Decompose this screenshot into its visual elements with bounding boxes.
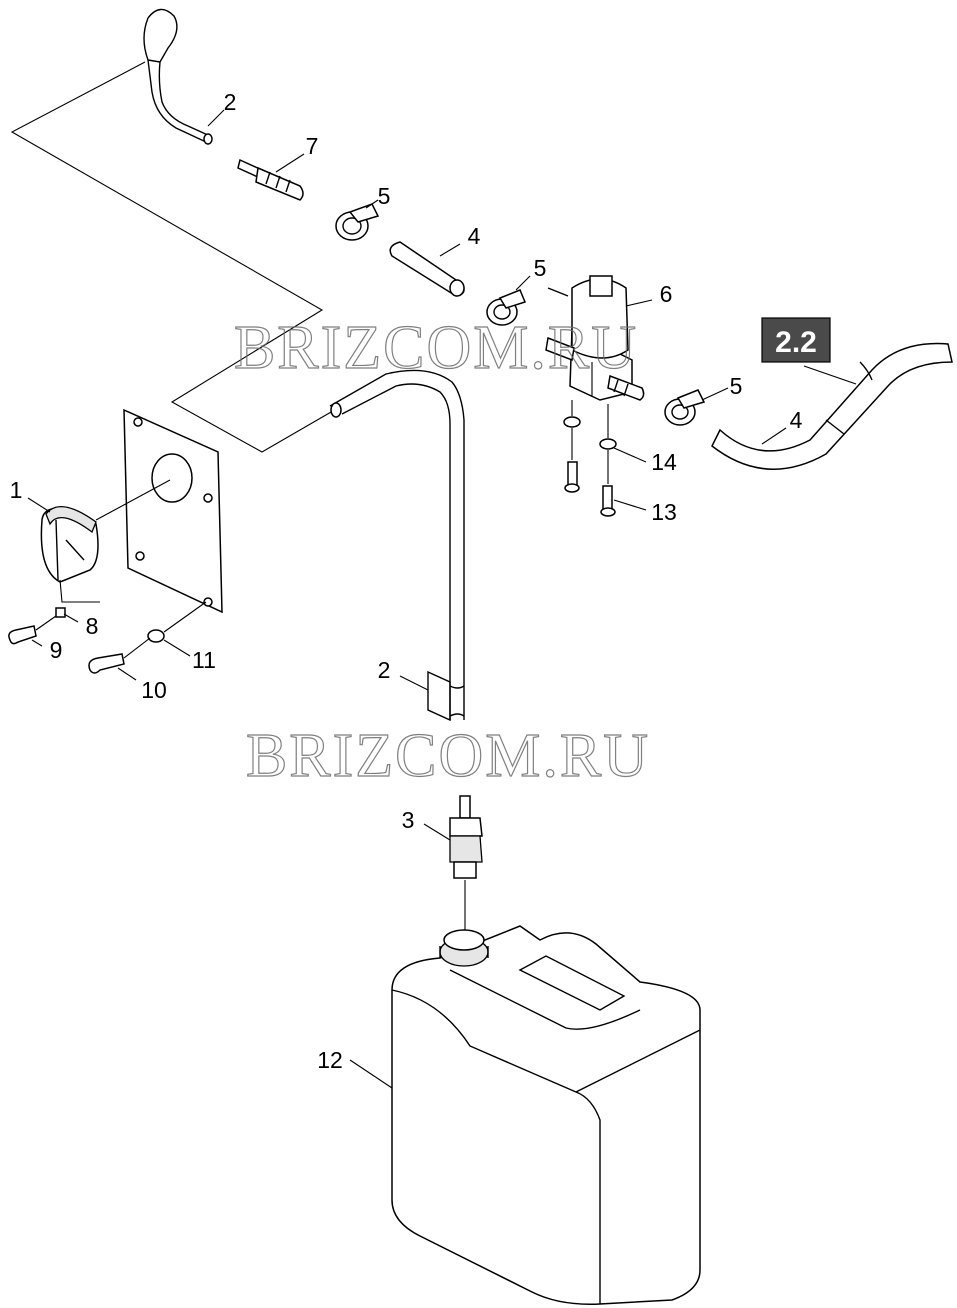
small-fasteners bbox=[8, 601, 207, 674]
clamp-5-left bbox=[335, 203, 380, 241]
part-label-12: 12 bbox=[317, 1047, 343, 1073]
part-label-5-right: 5 bbox=[730, 373, 743, 399]
solenoid-valve-6 bbox=[545, 275, 645, 401]
mounting-plate bbox=[123, 408, 223, 614]
clamp-5-right bbox=[664, 389, 706, 426]
canister-12 bbox=[349, 925, 701, 1305]
valve-fasteners bbox=[563, 400, 617, 517]
part-label-14: 14 bbox=[651, 449, 677, 475]
part-label-2-top: 2 bbox=[224, 89, 237, 115]
part-label-6: 6 bbox=[660, 281, 673, 307]
watermark-top: BRIZCOM.RU bbox=[234, 314, 638, 382]
assembly-reference-lines bbox=[10, 61, 339, 453]
part-label-10: 10 bbox=[141, 677, 167, 703]
part-label-3: 3 bbox=[402, 807, 415, 833]
reference-badge-text: 2.2 bbox=[775, 326, 817, 359]
part-label-5-left: 5 bbox=[378, 183, 391, 209]
part-label-8: 8 bbox=[86, 613, 99, 639]
hose-vertical bbox=[329, 369, 465, 722]
label-leaders bbox=[27, 109, 857, 841]
part-label-5-middle: 5 bbox=[534, 255, 547, 281]
hose-top bbox=[143, 8, 213, 145]
holder-clamp-1 bbox=[40, 479, 171, 603]
watermark-bottom: BRIZCOM.RU bbox=[246, 722, 650, 790]
clamp-5-middle bbox=[486, 289, 527, 326]
part-label-4-short: 4 bbox=[468, 223, 481, 249]
part-label-7: 7 bbox=[306, 133, 319, 159]
suction-filter-3 bbox=[449, 795, 483, 940]
reference-badge[interactable]: 2.2 bbox=[761, 317, 831, 363]
part-label-1: 1 bbox=[10, 477, 23, 503]
part-label-9: 9 bbox=[50, 637, 63, 663]
part-label-13: 13 bbox=[651, 499, 677, 525]
hose-4-long bbox=[711, 342, 953, 470]
part-label-11: 11 bbox=[192, 647, 216, 673]
part-label-2-vertical: 2 bbox=[378, 657, 391, 683]
part-label-4-long: 4 bbox=[790, 407, 803, 433]
fitting-7 bbox=[237, 158, 304, 201]
hose-4-short bbox=[389, 241, 465, 297]
